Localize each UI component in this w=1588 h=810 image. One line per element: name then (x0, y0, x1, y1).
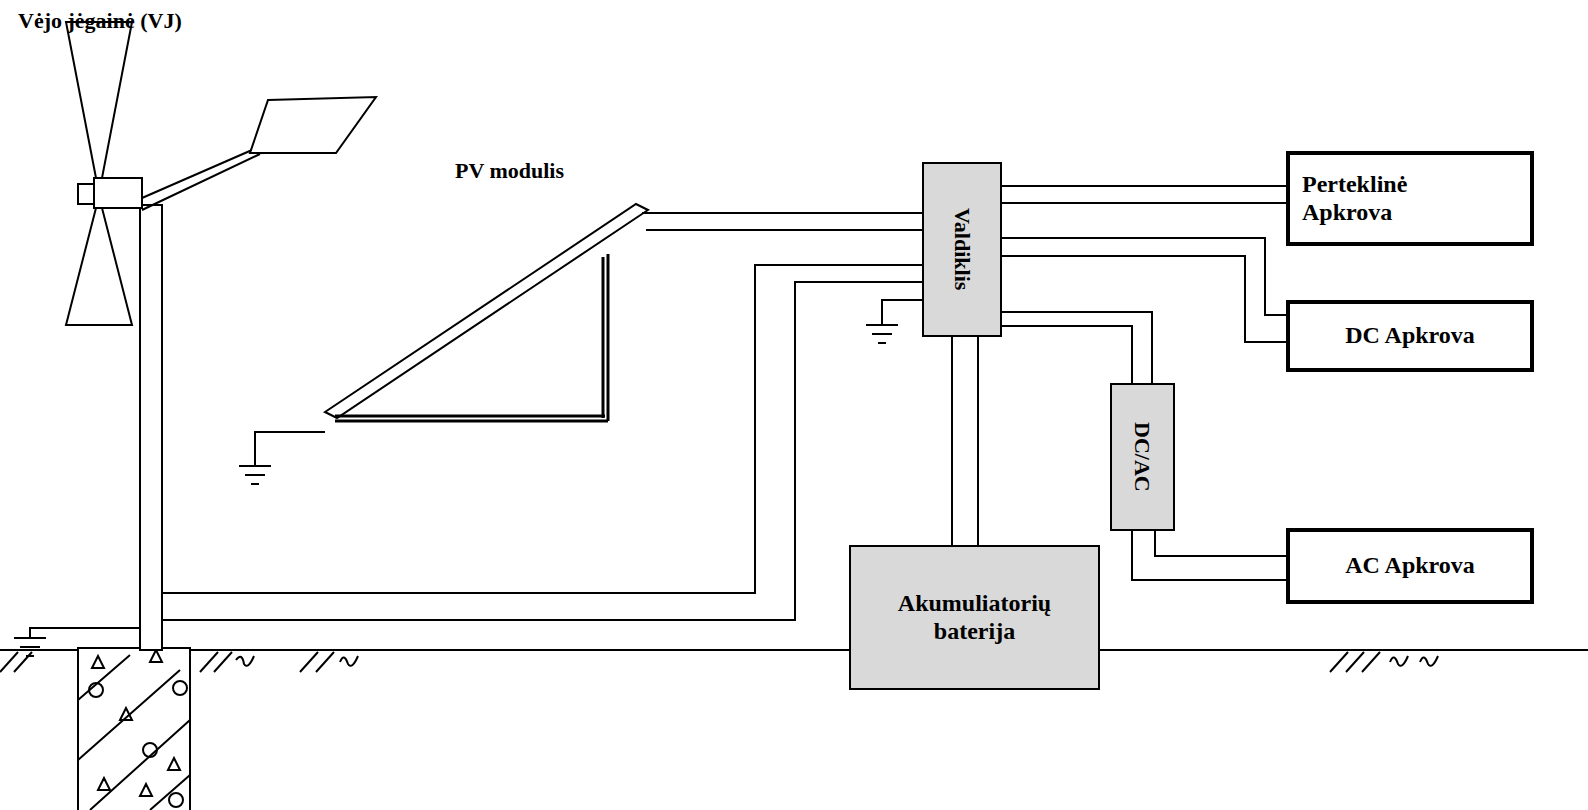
ground-line (0, 649, 1588, 651)
wire-connector (1132, 531, 1286, 580)
ground-hatch (0, 652, 1438, 672)
turbine-tower (140, 205, 162, 650)
pv-support (335, 254, 608, 421)
pv-wire (642, 213, 922, 230)
load-box: AC Apkrova (1286, 528, 1534, 604)
foundation-pebble (143, 743, 157, 757)
box-label: Akumuliatorių baterija (887, 590, 1062, 645)
foundation (78, 648, 190, 810)
power-wires (162, 213, 922, 620)
turbine-tail-vane (250, 97, 376, 153)
ground-symbol (14, 628, 140, 656)
wind-wire (162, 265, 922, 620)
wire-connector (952, 337, 978, 545)
ground-surface (0, 650, 1588, 672)
box-label: Valdiklis (949, 208, 974, 290)
battery-box: Akumuliatorių baterija (849, 545, 1100, 690)
turbine-blade (66, 22, 132, 178)
box-label: DC Apkrova (1345, 322, 1475, 350)
turbine-nacelle (94, 178, 142, 208)
turbine-label: Vėjo jėgainė (VJ) (18, 8, 182, 34)
ground-symbol (239, 432, 325, 484)
wire-connector (1002, 186, 1286, 203)
turbine-hub (78, 184, 94, 204)
pv-panel (325, 204, 648, 418)
controller-box: Valdiklis (922, 162, 1002, 337)
foundation-hatch (78, 655, 190, 810)
inverter-box: DC/AC (1110, 383, 1175, 531)
pv-module (325, 204, 648, 421)
box-label: AC Apkrova (1345, 552, 1475, 580)
turbine-blade (66, 208, 132, 325)
box-label: Perteklinė Apkrova (1302, 171, 1452, 226)
wire-connector (1002, 312, 1152, 383)
pv-label: PV modulis (455, 158, 564, 184)
foundation-pebble (169, 793, 183, 807)
ground-symbol (866, 300, 922, 343)
foundation-pebble (173, 681, 187, 695)
foundation-block (78, 648, 190, 810)
foundation-pebble (89, 683, 103, 697)
turbine-tail-boom (142, 150, 260, 210)
earth-grounds (14, 300, 922, 656)
foundation-aggregate (92, 650, 180, 796)
wind-turbine (66, 22, 376, 650)
load-box: DC Apkrova (1286, 300, 1534, 372)
load-box: Perteklinė Apkrova (1286, 151, 1534, 246)
box-label: DC/AC (1130, 422, 1155, 492)
